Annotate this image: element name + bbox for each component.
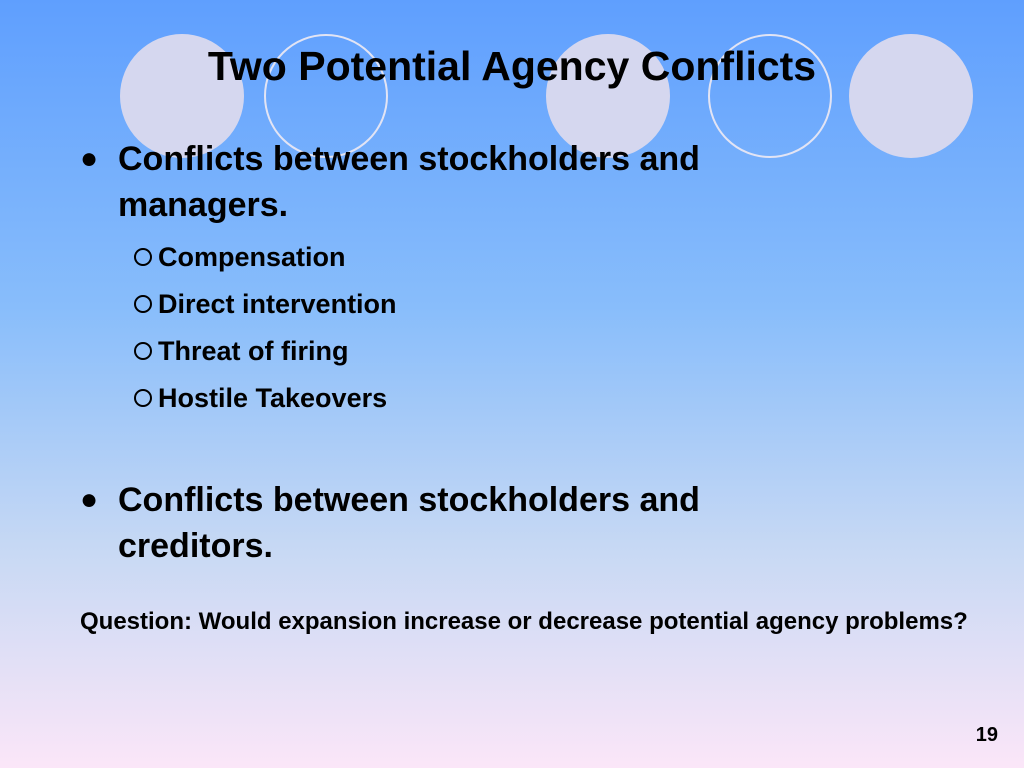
decorative-circle-icon xyxy=(120,34,244,158)
sub-bullet-item: Hostile Takeovers xyxy=(130,381,387,415)
filled-circle-bullet-icon: ● xyxy=(80,142,99,175)
hollow-circle-bullet-icon xyxy=(134,248,152,266)
filled-circle-bullet-icon: ● xyxy=(80,483,99,516)
decorative-circle-icon xyxy=(849,34,973,158)
slide-title: Two Potential Agency Conflicts xyxy=(207,43,817,89)
sub-bullet-item: Compensation xyxy=(130,240,346,274)
sub-bullet-item: Threat of firing xyxy=(130,334,349,368)
hollow-circle-bullet-icon xyxy=(134,389,152,407)
page-number: 19 xyxy=(975,724,998,746)
decorative-ring-icon xyxy=(264,34,388,158)
decorative-circle-icon xyxy=(546,34,670,158)
sub-bullet-text: Direct intervention xyxy=(158,289,397,319)
bullet-text: Conflicts between stockholders and credi… xyxy=(118,481,700,565)
sub-bullet-text: Threat of firing xyxy=(158,336,349,366)
bullet-item: ● Conflicts between stockholders and cre… xyxy=(80,477,840,569)
decorative-ring-icon xyxy=(708,34,832,158)
question-text: Question: Would expansion increase or de… xyxy=(80,608,968,635)
bullet-item: ● Conflicts between stockholders and man… xyxy=(80,136,840,228)
bullet-text: Conflicts between stockholders and manag… xyxy=(118,140,700,224)
sub-bullet-text: Hostile Takeovers xyxy=(158,383,388,413)
sub-bullet-text: Compensation xyxy=(158,242,346,272)
sub-bullet-item: Direct intervention xyxy=(130,287,397,321)
hollow-circle-bullet-icon xyxy=(134,295,152,313)
hollow-circle-bullet-icon xyxy=(134,342,152,360)
